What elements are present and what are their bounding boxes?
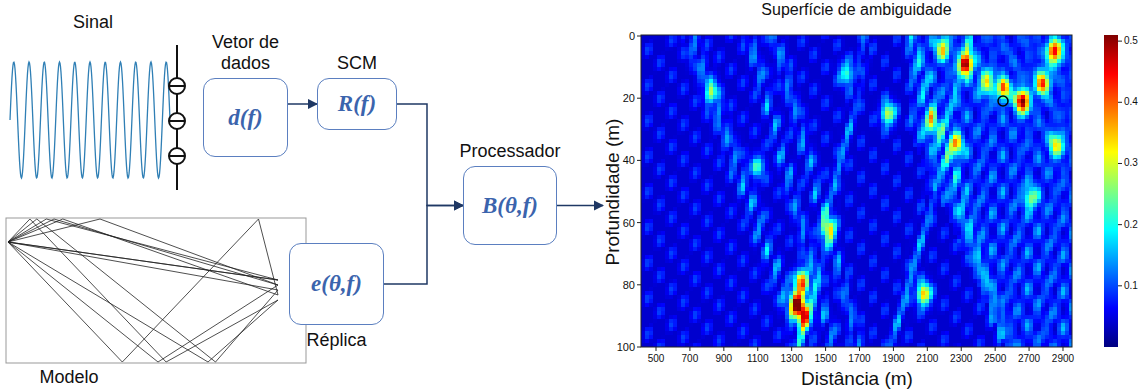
tick-label: 0.4 (1124, 97, 1138, 107)
tick-label: 100 (617, 342, 635, 353)
process-box: e(θ,f)Réplica (289, 243, 384, 325)
tick-label: 1300 (781, 354, 803, 364)
axis-title: Distância (m) (801, 369, 913, 388)
tick-label: 1700 (848, 354, 870, 364)
signal-wave (10, 62, 170, 178)
tick-label: 900 (715, 354, 732, 364)
tick-label: 2900 (1052, 354, 1074, 364)
box-label: R(f) (338, 91, 376, 117)
box-label: e(θ,f) (311, 271, 362, 297)
tick-label: 500 (648, 354, 665, 364)
axis-ticks (637, 36, 1122, 351)
box-heading: SCM (307, 53, 407, 75)
colorbar (1104, 35, 1118, 347)
process-box: ProcessadorB(θ,f) (463, 166, 557, 245)
flow-arrow (288, 103, 317, 105)
tick-label: 2500 (984, 354, 1006, 364)
flow-arrow (557, 205, 603, 207)
flow-arrow (397, 104, 463, 206)
tick-label: 700 (682, 354, 699, 364)
hydrophone-array (169, 45, 185, 190)
plot-panel: Superfície de ambiguidade (603, 0, 1075, 352)
tick-label: 60 (623, 217, 635, 228)
figure-label: Modelo (39, 368, 98, 386)
tick-label: 2700 (1018, 354, 1040, 364)
plot-frame (641, 35, 1072, 347)
process-box: Vetor de dadosd(f) (203, 78, 288, 157)
tick-label: 0.1 (1124, 281, 1138, 291)
tick-label: 80 (623, 279, 635, 290)
tick-label: 0.5 (1124, 36, 1138, 46)
process-box: SCMR(f) (317, 78, 397, 130)
tick-label: 0.2 (1124, 220, 1138, 230)
tick-label: 0.3 (1124, 158, 1138, 168)
peak-marker (998, 96, 1008, 106)
tick-label: 2300 (950, 354, 972, 364)
ambiguity-heatmap (641, 35, 1072, 347)
tick-label: 40 (623, 155, 635, 166)
tick-label: 20 (623, 93, 635, 104)
tick-label: 0 (629, 31, 635, 42)
box-label: d(f) (228, 105, 262, 131)
tick-label: 1500 (814, 354, 836, 364)
chart-title: Superfície de ambiguidade (641, 2, 1072, 18)
axis-title: Profundidade (m) (603, 119, 622, 266)
ray-paths (8, 219, 278, 362)
tick-label: 1100 (747, 354, 769, 364)
tick-label: 2100 (916, 354, 938, 364)
flow-arrow (384, 206, 463, 285)
box-label: B(θ,f) (482, 193, 538, 219)
model-frame (6, 218, 306, 363)
figure-label: Sinal (73, 13, 113, 31)
tick-label: 1900 (882, 354, 904, 364)
box-caption: Réplica (282, 330, 392, 352)
box-heading: Vetor de dados (191, 32, 301, 75)
box-heading: Processador (440, 141, 580, 163)
